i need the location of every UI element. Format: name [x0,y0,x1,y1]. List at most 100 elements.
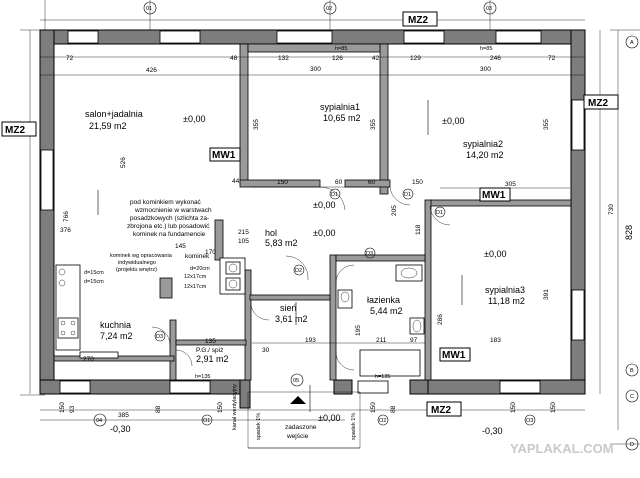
tag-mw1-left: MW1 [209,147,241,162]
tag-mw1-bottom: MW1 [439,347,471,362]
room-salon-name: salon+jadalnia [85,109,143,119]
axis-markers: 01 02 03 04 05 A B C D [93,1,639,451]
svg-text:O3: O3 [526,418,533,424]
svg-text:205: 205 [391,205,398,216]
svg-text:D: D [630,442,634,448]
svg-text:MW1: MW1 [482,190,506,201]
opening-codes: D1 D1 D1 D2 D3 D3 O1 O2 O3 [154,188,536,426]
dim-top-row: 72 426 48 132 126 42 129 246 72 [66,55,556,74]
svg-text:270: 270 [83,356,94,363]
svg-text:posadzkowych (szlichta za-: posadzkowych (szlichta za- [130,215,209,222]
room-spiz-area: 2,91 m2 [196,354,229,364]
dim-bottom-385: 385 [118,412,129,419]
svg-text:355: 355 [253,119,260,130]
flue-3: 12x17cm [184,284,207,290]
slope-label-2: spadek 1% [351,413,357,440]
room-sypialnia2-name: sypialnia2 [463,139,503,149]
svg-text:132: 132 [278,55,289,62]
svg-text:135: 135 [205,338,216,345]
svg-text:129: 129 [410,55,421,62]
fireplace-label: kominek [185,253,210,260]
svg-text:MW1: MW1 [442,350,466,361]
level-outside-left: -0,30 [110,424,131,434]
dim-bottom-row: 150 93 88 150 30 135 211 97 150 88 150 1… [59,337,557,413]
svg-text:42: 42 [372,55,380,62]
svg-text:wzmocnienie w warstwach: wzmocnienie w warstwach [134,207,212,214]
kitchen-fixtures [55,264,119,359]
svg-text:48: 48 [230,55,238,62]
room-lazienka-area: 5,44 m2 [370,306,403,316]
svg-text:C: C [630,394,634,400]
svg-text:376: 376 [60,227,71,234]
svg-text:pod kominkiem wykonać: pod kominkiem wykonać [130,199,202,206]
arrows [97,100,463,412]
svg-text:MZ2: MZ2 [431,405,451,416]
level-porch: ±0,00 [318,413,340,423]
duct-1: d=15cm [84,270,104,276]
duct-2: d=15cm [84,279,104,285]
room-hol-area: 5,83 m2 [265,238,298,248]
svg-text:88: 88 [390,405,397,413]
svg-text:D1: D1 [436,210,443,216]
flue-1: d=20cm [190,266,210,272]
tag-mz2-left: MZ2 [1,121,37,137]
room-lazienka-name: łazienka [367,295,400,305]
svg-text:150: 150 [370,402,377,413]
svg-text:MW1: MW1 [212,150,236,161]
svg-text:193: 193 [305,337,316,344]
flue-2: 12x17cm [184,274,207,280]
dim-h135-2: h=135 [375,374,390,380]
level-hol: ±0,00 [313,228,335,238]
tag-mz2-right: MZ2 [583,94,619,110]
dim-mid-values: 526 355 355 355 205 118 391 286 376 145 … [60,119,550,363]
bathroom-fixtures [337,264,425,377]
dim-h85-2: h=85 [480,46,492,52]
room-sypialnia3-name: sypialnia3 [485,285,525,295]
svg-text:MZ2: MZ2 [588,98,608,109]
room-sypialnia1-name: sypialnia1 [320,102,360,112]
level-sypialnia1-door: ±0,00 [313,200,335,210]
porch [247,391,361,449]
windows [40,30,585,394]
svg-text:O1: O1 [203,418,210,424]
level-outside-right: -0,30 [482,426,503,436]
svg-text:zbrojona etc.) lub posadowić: zbrojona etc.) lub posadowić [127,223,210,230]
svg-text:60: 60 [368,179,376,186]
slope-label-1: spadek 1% [256,413,262,440]
inner-walls [53,43,572,381]
svg-text:305: 305 [505,181,516,188]
svg-text:88: 88 [155,405,162,413]
dim-overall-top: 300 [310,66,321,73]
svg-text:150: 150 [412,179,423,186]
dim-overall-right: 828 [624,225,634,240]
chimney [219,257,246,295]
svg-text:A: A [630,40,634,46]
svg-text:05: 05 [293,378,299,384]
room-kuchnia-area: 7,24 m2 [100,331,133,341]
svg-text:72: 72 [548,55,556,62]
svg-text:44: 44 [232,178,240,185]
room-hol-name: hol [265,228,277,238]
svg-text:MZ2: MZ2 [408,15,428,26]
dim-right-730: 730 [608,204,615,215]
svg-text:183: 183 [490,337,501,344]
svg-text:150: 150 [59,402,66,413]
room-sypialnia2-area: 14,20 m2 [466,150,504,160]
room-sypialnia3-area: 11,18 m2 [488,296,525,306]
svg-text:kominek wg opracowania: kominek wg opracowania [110,253,173,259]
svg-text:355: 355 [370,119,377,130]
svg-text:30: 30 [262,347,270,354]
svg-text:93: 93 [69,405,76,413]
dimension-lines [29,19,619,430]
porch-label-1: zadaszone [285,424,317,431]
svg-text:126: 126 [332,55,343,62]
level-sypialnia2: ±0,00 [442,116,464,126]
svg-text:355: 355 [543,119,550,130]
svg-text:105: 105 [238,238,249,245]
room-sypialnia1-area: 10,65 m2 [323,113,361,123]
svg-text:215: 215 [238,229,249,236]
svg-text:D1: D1 [331,192,338,198]
svg-text:246: 246 [490,55,501,62]
svg-text:O2: O2 [379,418,386,424]
